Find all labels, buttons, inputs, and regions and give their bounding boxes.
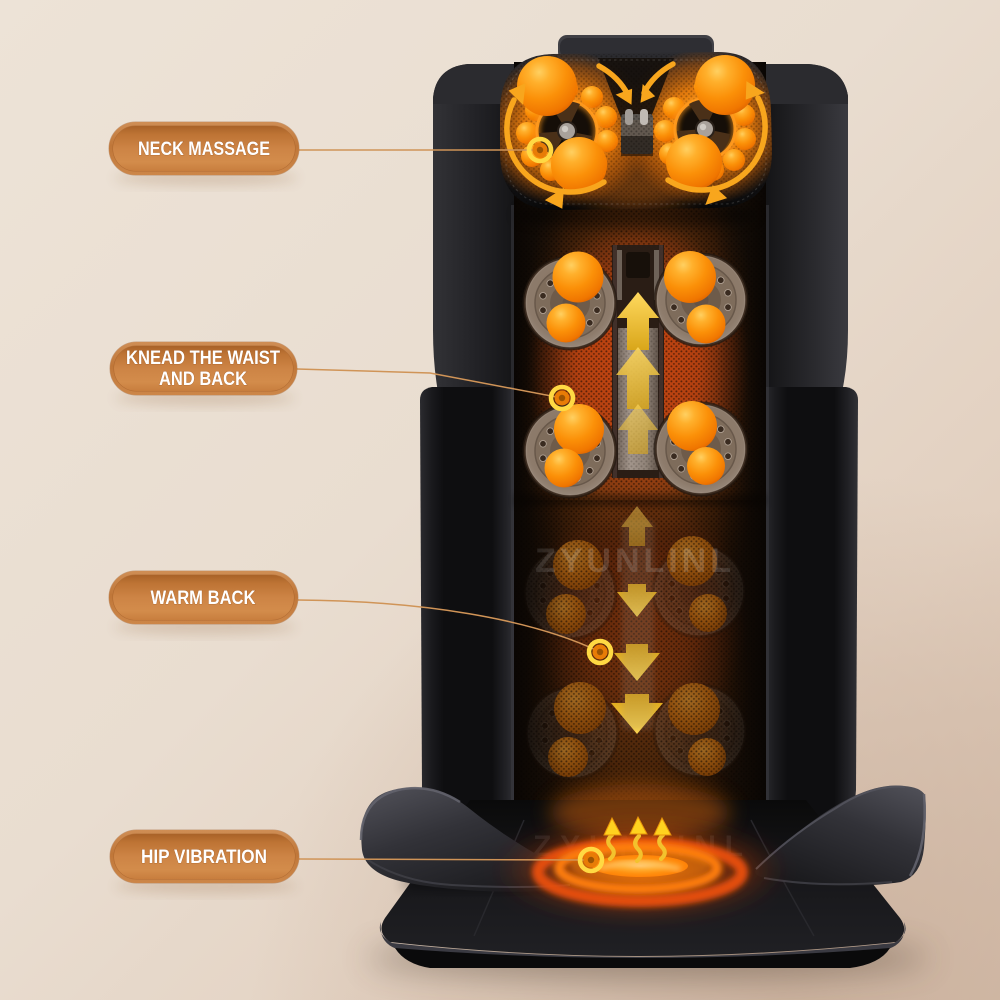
svg-text:HIP VIBRATION: HIP VIBRATION (141, 846, 267, 868)
svg-text:KNEAD THE WAIST: KNEAD THE WAIST (126, 348, 280, 369)
svg-text:NECK MASSAGE: NECK MASSAGE (138, 138, 270, 160)
svg-text:AND BACK: AND BACK (159, 369, 247, 390)
svg-text:WARM BACK: WARM BACK (151, 587, 256, 609)
